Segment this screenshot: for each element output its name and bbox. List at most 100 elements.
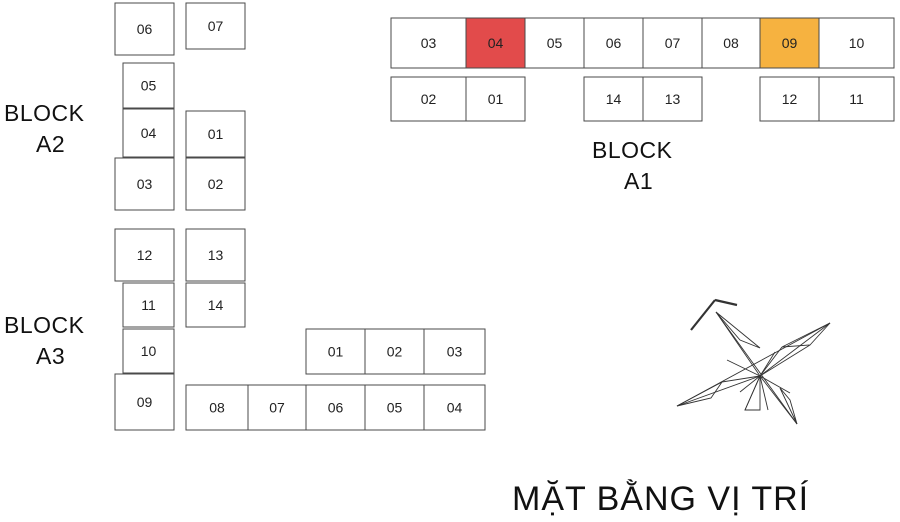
unit-number: 08 [723,35,739,51]
unit-box [114,2,175,56]
unit-box [122,328,175,374]
unit-number: 01 [488,91,504,107]
unit-number: 03 [137,176,153,192]
unit-a3-04[interactable]: 04 [423,384,486,431]
unit-box [701,17,761,69]
unit-number: 01 [208,126,224,142]
unit-box [390,17,467,69]
units-layer: 03 04 05 06 07 08 09 10 02 01 14 13 12 11 06 07 05 04 01 03… [114,2,895,431]
unit-a1-08[interactable]: 08 [701,17,761,69]
unit-box [122,108,175,158]
unit-box [122,282,175,328]
unit-box [524,17,585,69]
unit-a1-01[interactable]: 01 [465,76,526,122]
unit-a2-01[interactable]: 01 [185,110,246,158]
unit-number: 05 [547,35,563,51]
unit-number: 06 [137,21,153,37]
unit-number: 11 [849,91,864,107]
unit-a1-05[interactable]: 05 [524,17,585,69]
unit-a3-10[interactable]: 10 [122,328,175,374]
unit-number: 12 [782,91,798,107]
unit-number: 05 [141,78,157,94]
unit-a3-01[interactable]: 01 [305,328,366,375]
unit-number: 04 [141,125,157,141]
block-a2-label-line1: BLOCK [4,100,85,126]
block-a1-label-line1: BLOCK [592,137,673,163]
unit-a2-04[interactable]: 04 [122,108,175,158]
unit-a3-05[interactable]: 05 [364,384,425,431]
unit-box [818,76,895,122]
unit-box [423,384,486,431]
unit-box [465,17,526,69]
unit-number: 06 [328,400,344,416]
unit-box [759,76,820,122]
unit-a3-08[interactable]: 08 [185,384,249,431]
unit-a1-12[interactable]: 12 [759,76,820,122]
unit-box [114,157,175,211]
unit-number: 04 [447,400,463,416]
unit-a3-14[interactable]: 14 [185,282,246,328]
unit-a1-11[interactable]: 11 [818,76,895,122]
unit-box [185,282,246,328]
unit-box [114,373,175,431]
unit-a2-07[interactable]: 07 [185,2,246,50]
unit-box [185,2,246,50]
unit-number: 02 [421,91,437,107]
unit-box [185,157,246,211]
unit-number: 08 [209,400,225,416]
unit-a1-06[interactable]: 06 [583,17,644,69]
unit-a1-07[interactable]: 07 [642,17,703,69]
unit-a2-05[interactable]: 05 [122,62,175,109]
unit-a3-07[interactable]: 07 [247,384,307,431]
unit-a2-02[interactable]: 02 [185,157,246,211]
unit-number: 14 [208,297,224,313]
unit-box [185,110,246,158]
unit-a3-12[interactable]: 12 [114,228,175,282]
unit-a3-02[interactable]: 02 [364,328,425,375]
unit-box [364,384,425,431]
unit-number: 10 [141,343,157,359]
unit-box [364,328,425,375]
unit-a1-14[interactable]: 14 [583,76,644,122]
unit-box [114,228,175,282]
block-a2-label-line2: A2 [36,131,65,157]
unit-box [423,328,486,375]
unit-number: 04 [488,35,504,51]
unit-a3-11[interactable]: 11 [122,282,175,328]
unit-number: 07 [269,400,285,416]
unit-a3-13[interactable]: 13 [185,228,246,282]
unit-number: 09 [137,394,153,410]
unit-a3-06[interactable]: 06 [305,384,366,431]
unit-number: 13 [208,247,224,263]
unit-box [642,76,703,122]
unit-a1-09[interactable]: 09 [759,17,820,69]
unit-number: 12 [137,247,153,263]
unit-number: 03 [447,344,463,360]
unit-box [642,17,703,69]
unit-number: 07 [665,35,681,51]
unit-box [305,328,366,375]
unit-a1-13[interactable]: 13 [642,76,703,122]
unit-a3-03[interactable]: 03 [423,328,486,375]
compass-rose-icon [676,298,831,425]
unit-a2-03[interactable]: 03 [114,157,175,211]
unit-number: 09 [782,35,798,51]
unit-a1-02[interactable]: 02 [390,76,467,122]
unit-a2-06[interactable]: 06 [114,2,175,56]
unit-box [122,62,175,109]
unit-box [818,17,895,69]
unit-number: 02 [208,176,224,192]
unit-a3-09[interactable]: 09 [114,373,175,431]
unit-box [390,76,467,122]
unit-box [185,228,246,282]
block-a1-label-line2: A1 [624,168,653,194]
unit-a1-04[interactable]: 04 [465,17,526,69]
unit-number: 14 [606,91,622,107]
unit-a1-10[interactable]: 10 [818,17,895,69]
unit-a1-03[interactable]: 03 [390,17,467,69]
block-a3-label-line1: BLOCK [4,312,85,338]
unit-box [759,17,820,69]
unit-number: 01 [328,344,344,360]
unit-box [185,384,249,431]
